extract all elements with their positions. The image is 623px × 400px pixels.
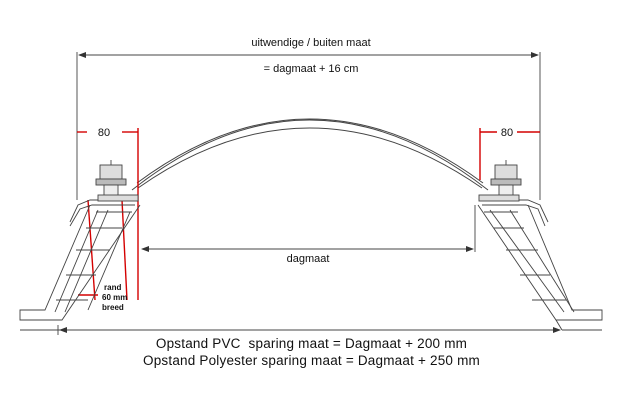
outer-dimension-label: uitwendige / buiten maat bbox=[251, 37, 370, 49]
inner-dimension bbox=[141, 205, 476, 252]
rand-label-line3: breed bbox=[102, 303, 124, 312]
right-mount bbox=[20, 160, 603, 331]
rand-label-line1: rand bbox=[104, 283, 121, 292]
rand-label-line2: 60 mm bbox=[102, 293, 127, 302]
right-flange-dimension bbox=[479, 128, 540, 180]
inner-dimension-label: dagmaat bbox=[287, 253, 330, 265]
dome-shell bbox=[131, 118, 489, 191]
outer-dimension bbox=[76, 52, 541, 200]
caption-pvc: Opstand PVC sparing maat = Dagmaat + 200… bbox=[155, 336, 468, 351]
opening-dimension bbox=[57, 325, 561, 335]
caption-polyester: Opstand Polyester sparing maat = Dagmaat… bbox=[143, 353, 480, 368]
right-flange-label: 80 bbox=[501, 127, 513, 139]
outer-dimension-formula: = dagmaat + 16 cm bbox=[264, 63, 359, 75]
left-mount bbox=[19, 160, 141, 321]
left-flange-label: 80 bbox=[98, 127, 110, 139]
